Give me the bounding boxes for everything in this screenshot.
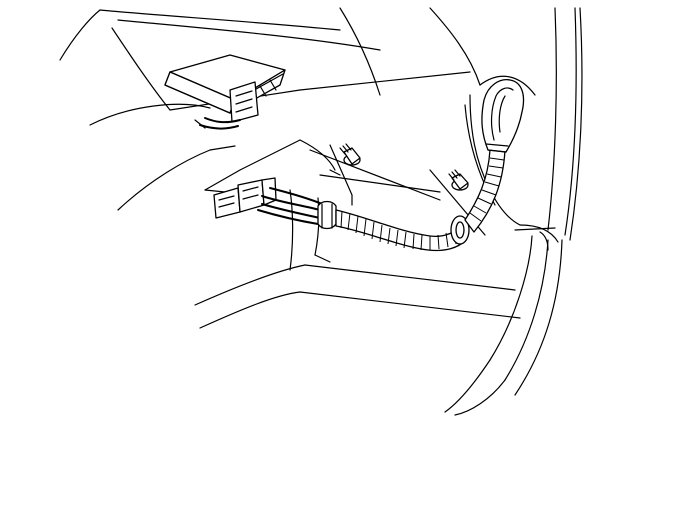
harness-connector [213,177,277,219]
interior-panel [59,7,583,416]
corrugated-conduit [335,149,506,252]
retaining-clip [317,200,337,230]
fastener-right [448,169,469,191]
push-pin-fastener [329,143,486,236]
control-module [164,54,286,130]
wiring-harness [213,79,525,252]
rubber-grommet [481,79,525,153]
fastener-left [339,143,361,166]
